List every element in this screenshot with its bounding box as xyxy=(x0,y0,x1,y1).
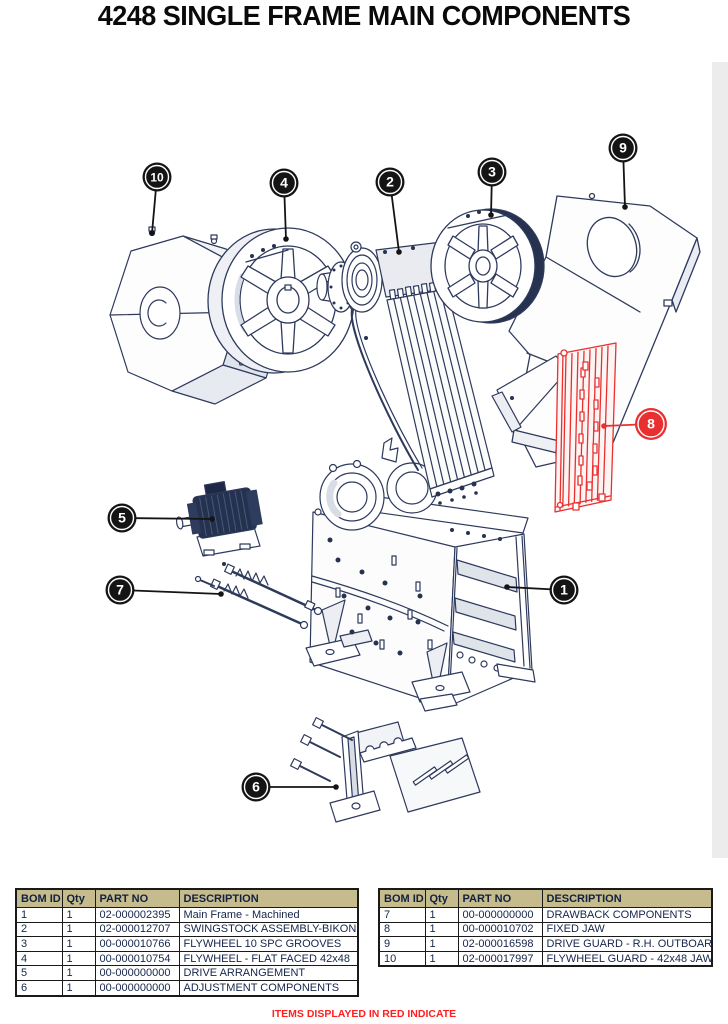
bom-cell: 02-000002395 xyxy=(94,907,180,923)
bom-col-header: Qty xyxy=(61,888,96,908)
part-adjustment-components xyxy=(290,693,481,823)
bom-col-header: PART NO xyxy=(457,888,543,908)
bom-cell: 1 xyxy=(15,907,63,923)
callout-9-drive-guard: 9 xyxy=(608,133,638,210)
svg-text:4: 4 xyxy=(280,175,288,191)
bom-cell: 1 xyxy=(61,921,96,938)
svg-text:1: 1 xyxy=(560,582,568,598)
bom-cell: 1 xyxy=(61,950,96,967)
svg-text:2: 2 xyxy=(386,174,394,190)
bom-cell: 1 xyxy=(61,965,96,981)
callout-6-adjustment-components: 6 xyxy=(241,772,339,802)
part-drawback-components xyxy=(194,562,323,630)
bom-cell: 1 xyxy=(424,921,459,938)
bom-cell: 1 xyxy=(61,936,96,952)
bom-cell: FLYWHEEL 10 SPC GROOVES xyxy=(178,936,359,952)
bom-cell: 00-000010702 xyxy=(457,921,543,938)
bom-cell: 10 xyxy=(378,950,426,967)
page-edge-shading xyxy=(712,62,728,858)
bom-col-header: BOM ID xyxy=(15,888,63,908)
bom-cell: 6 xyxy=(15,979,63,997)
bom-cell: 02-000017997 xyxy=(457,950,543,967)
bom-cell: 3 xyxy=(15,936,63,952)
bom-cell: 4 xyxy=(15,950,63,967)
svg-text:5: 5 xyxy=(118,510,126,526)
bom-cell: 1 xyxy=(61,907,96,923)
svg-text:8: 8 xyxy=(647,416,655,432)
callout-4-flywheel-flat-faced: 4 xyxy=(269,168,299,242)
bom-col-header: Qty xyxy=(424,888,459,908)
callout-3-flywheel-grooved: 3 xyxy=(477,157,507,218)
callout-8-fixed-jaw: 8 xyxy=(601,408,667,440)
part-main-frame xyxy=(305,459,536,708)
bom-col-header: PART NO xyxy=(94,888,180,908)
bom-cell: 00-000010754 xyxy=(94,950,180,967)
bom-cell: Main Frame - Machined xyxy=(178,907,359,923)
bom-cell: FLYWHEEL - FLAT FACED 42x48 xyxy=(178,950,359,967)
bom-cell: 00-000000000 xyxy=(94,965,180,981)
bom-cell: DRIVE ARRANGEMENT xyxy=(178,965,359,981)
red-items-note: ITEMS DISPLAYED IN RED INDICATE xyxy=(271,1008,457,1020)
bom-cell: 2 xyxy=(15,921,63,938)
bom-cell: 1 xyxy=(424,950,459,967)
bom-cell: 7 xyxy=(378,907,426,923)
bom-cell: 00-000010766 xyxy=(94,936,180,952)
svg-text:7: 7 xyxy=(116,582,124,598)
bom-cell: 8 xyxy=(378,921,426,938)
callout-10-flywheel-guard: 10 xyxy=(142,162,172,236)
bom-cell: 00-000000000 xyxy=(94,979,180,997)
bom-cell: DRIVE GUARD - R.H. OUTBOARD xyxy=(541,936,713,952)
bom-col-header: DESCRIPTION xyxy=(541,888,713,908)
callout-5-drive-arrangement: 5 xyxy=(107,503,215,533)
bom-cell: 9 xyxy=(378,936,426,952)
bom-cell: FLYWHEEL GUARD - 42x48 JAW xyxy=(541,950,713,967)
svg-text:9: 9 xyxy=(619,140,627,156)
callout-7-drawback-components: 7 xyxy=(105,575,224,605)
svg-text:10: 10 xyxy=(150,171,164,185)
bom-cell: 5 xyxy=(15,965,63,981)
bom-cell: 1 xyxy=(424,936,459,952)
bom-cell: 1 xyxy=(61,979,96,997)
part-fixed-jaw xyxy=(554,342,617,513)
part-flywheel-grooved xyxy=(430,208,545,324)
callout-1-main-frame: 1 xyxy=(504,575,579,605)
bom-cell: SWINGSTOCK ASSEMBLY-BIKON xyxy=(178,921,359,938)
bom-col-header: BOM ID xyxy=(378,888,426,908)
bom-cell: DRAWBACK COMPONENTS xyxy=(541,907,713,923)
part-drive-arrangement xyxy=(175,481,263,557)
svg-text:3: 3 xyxy=(488,164,496,180)
bom-cell: ADJUSTMENT COMPONENTS xyxy=(178,979,359,997)
callout-2-swingstock-assembly: 2 xyxy=(375,167,405,255)
part-flywheel-flat-faced xyxy=(207,227,355,374)
bom-col-header: DESCRIPTION xyxy=(178,888,359,908)
bom-cell: 02-000012707 xyxy=(94,921,180,938)
bom-cell: FIXED JAW xyxy=(541,921,713,938)
callout-layer: 1 2 3 4 5 6 7 8 9 10 xyxy=(105,133,667,802)
page-title: 4248 SINGLE FRAME MAIN COMPONENTS xyxy=(97,0,631,32)
svg-text:6: 6 xyxy=(252,779,260,795)
bom-cell: 02-000016598 xyxy=(457,936,543,952)
bom-cell: 1 xyxy=(424,907,459,923)
bom-cell: 00-000000000 xyxy=(457,907,543,923)
